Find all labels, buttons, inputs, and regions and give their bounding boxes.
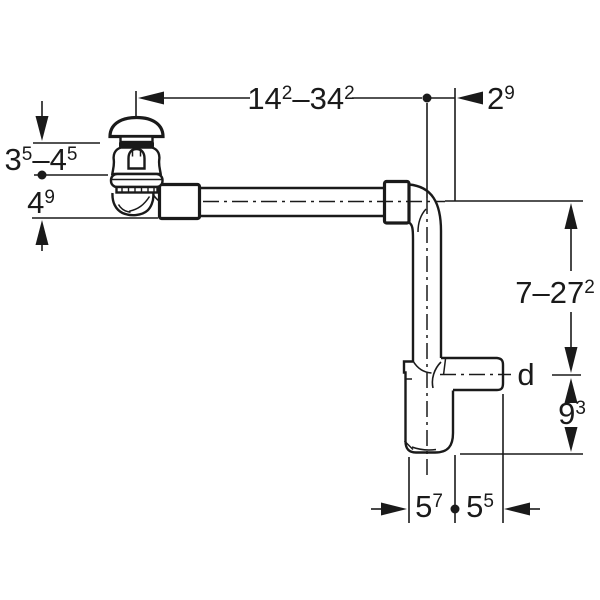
dimension-label-valve-below: 49 — [27, 185, 55, 220]
valve-bowl-inner-contour — [128, 196, 151, 213]
arrowhead-right — [381, 502, 407, 516]
arrowhead-left — [457, 91, 483, 105]
dimension-left: 35–45 49 — [5, 101, 158, 251]
dimension-label-drop-range: 7–272 — [515, 275, 595, 310]
dimension-label-outlet-length: 55 — [466, 489, 494, 524]
dimension-label-outlet-diameter: d — [517, 357, 534, 392]
arrowhead-up — [35, 220, 49, 245]
space-saving-trap — [402, 356, 505, 454]
bend-inner-edge — [408, 221, 415, 362]
arrowhead-down — [564, 427, 578, 452]
elbow-contour-b — [412, 360, 432, 374]
arrowhead-left — [138, 91, 164, 105]
arrowhead-up — [564, 203, 578, 229]
cup-corner-tick — [403, 440, 414, 451]
pipe-sleeve-fitting — [157, 182, 202, 221]
arrowhead-up — [564, 378, 578, 403]
dimension-top: 142–342 29 — [135, 81, 515, 201]
dimension-dot — [422, 93, 432, 103]
arrowhead-left — [504, 502, 530, 516]
wall-drain-piping — [157, 179, 443, 362]
dimension-bottom: 57 55 — [371, 394, 540, 524]
valve-knurled-nut — [115, 185, 159, 194]
valve-flange — [109, 172, 164, 189]
centerlines — [203, 198, 511, 480]
bend-inner-contour — [417, 208, 427, 233]
valve-body — [110, 146, 163, 176]
arrowhead-down — [564, 347, 578, 373]
knurl-ticks — [121, 187, 155, 193]
dimension-right: 7–272 d 93 — [445, 200, 595, 455]
valve-bowl — [111, 192, 155, 217]
dimension-label-valve-above: 35–45 — [5, 142, 78, 177]
dimension-label-trap-width: 57 — [415, 489, 443, 524]
cap-seal-ring — [119, 142, 154, 148]
arrowhead-down — [35, 116, 49, 141]
push-cap-dome — [108, 115, 165, 139]
cap-neck-ring — [119, 135, 154, 144]
valve-upper-parts — [108, 115, 165, 194]
cup-inner-bottom-line — [411, 446, 437, 451]
pop-up-waste-valve — [111, 192, 161, 217]
dimension-label-below-outlet: 93 — [558, 396, 586, 431]
bend-outer-edge — [408, 183, 443, 358]
dimension-label-top-range: 142–342 — [247, 81, 354, 116]
dimension-label-top-offset: 29 — [487, 81, 515, 116]
valve-bowl-inner-bottom — [117, 204, 131, 213]
elbow-contour-a — [431, 361, 442, 389]
dimension-dot — [450, 504, 460, 514]
valve-slot-opening — [127, 147, 146, 170]
outlet-joint-tick — [442, 358, 447, 376]
